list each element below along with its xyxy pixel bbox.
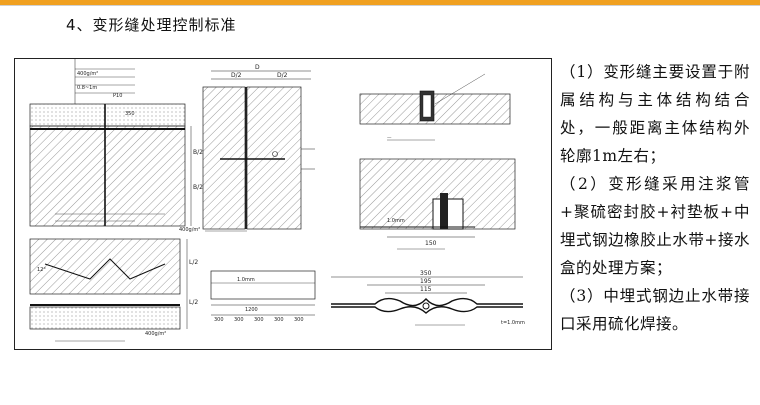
b-label-2: D xyxy=(255,64,260,71)
paragraph-2: （2）变形缝采用注浆管+聚硫密封胶+衬垫板+中埋式钢边橡胶止水带+接水盒的处理方… xyxy=(560,175,750,277)
description-panel: （1）变形缝主要设置于附属结构与主体结构结合处，一般距离主体结构外轮廓1m左右；… xyxy=(560,58,750,338)
g-label-2: 115 xyxy=(420,286,432,293)
d-label-1: 150 xyxy=(425,240,437,247)
a-label-3: 350 xyxy=(125,111,135,117)
b-label-3: 400g/m² xyxy=(179,227,200,233)
detail-f: 1.0mm 1200 300 300 300 300 300 xyxy=(210,270,316,323)
a-label-4: B/2 xyxy=(193,149,203,156)
detail-d: 1.0mm 150 xyxy=(359,158,516,250)
top-accent-bar xyxy=(0,0,760,5)
e-label-1: L/2 xyxy=(189,259,198,266)
f-label-6: 1200 xyxy=(245,307,258,313)
e-label-3: 12° xyxy=(37,267,46,273)
a-label-1: 0.8~1m xyxy=(77,85,97,91)
a-label-2: P10 xyxy=(113,93,122,99)
detail-c: — xyxy=(359,73,511,141)
page-title: 4、变形缝处理控制标准 xyxy=(66,16,237,34)
a-label-0: 400g/m² xyxy=(77,71,98,77)
f-label-1: 300 xyxy=(234,317,244,323)
f-label-5: 1.0mm xyxy=(237,277,255,283)
d-label-0: 1.0mm xyxy=(387,218,405,224)
engineering-drawing: 400g/m² 0.8~1m P10 350 B/2 B/2 D D/2 D/2 xyxy=(14,58,552,350)
top-divider xyxy=(0,5,760,6)
detail-b: D D/2 D/2 400g/m² xyxy=(179,64,315,233)
b-label-0: D/2 xyxy=(231,72,242,79)
a-label-5: B/2 xyxy=(193,184,203,191)
detail-e: L/2 L/2 12° 400g/m² xyxy=(29,238,198,342)
paragraph-3: （3）中埋式钢边止水带接口采用硫化焊接。 xyxy=(560,287,750,333)
f-label-3: 300 xyxy=(274,317,284,323)
drawing-svg: 400g/m² 0.8~1m P10 350 B/2 B/2 D D/2 D/2 xyxy=(29,59,525,342)
detail-g: 350 195 115 t=1.0mm xyxy=(331,270,525,326)
g-label-0: 350 xyxy=(420,270,432,277)
f-label-4: 300 xyxy=(294,317,304,323)
g-label-1: 195 xyxy=(420,278,432,285)
f-label-0: 300 xyxy=(214,317,224,323)
paragraph-1: （1）变形缝主要设置于附属结构与主体结构结合处，一般距离主体结构外轮廓1m左右； xyxy=(560,63,750,165)
f-label-2: 300 xyxy=(254,317,264,323)
detail-a: 400g/m² 0.8~1m P10 350 B/2 B/2 xyxy=(29,59,203,227)
e-label-0: 400g/m² xyxy=(145,331,166,337)
g-label-3: t=1.0mm xyxy=(501,320,525,326)
e-label-2: L/2 xyxy=(189,299,198,306)
c-caption: — xyxy=(387,136,392,141)
b-label-1: D/2 xyxy=(277,72,288,79)
